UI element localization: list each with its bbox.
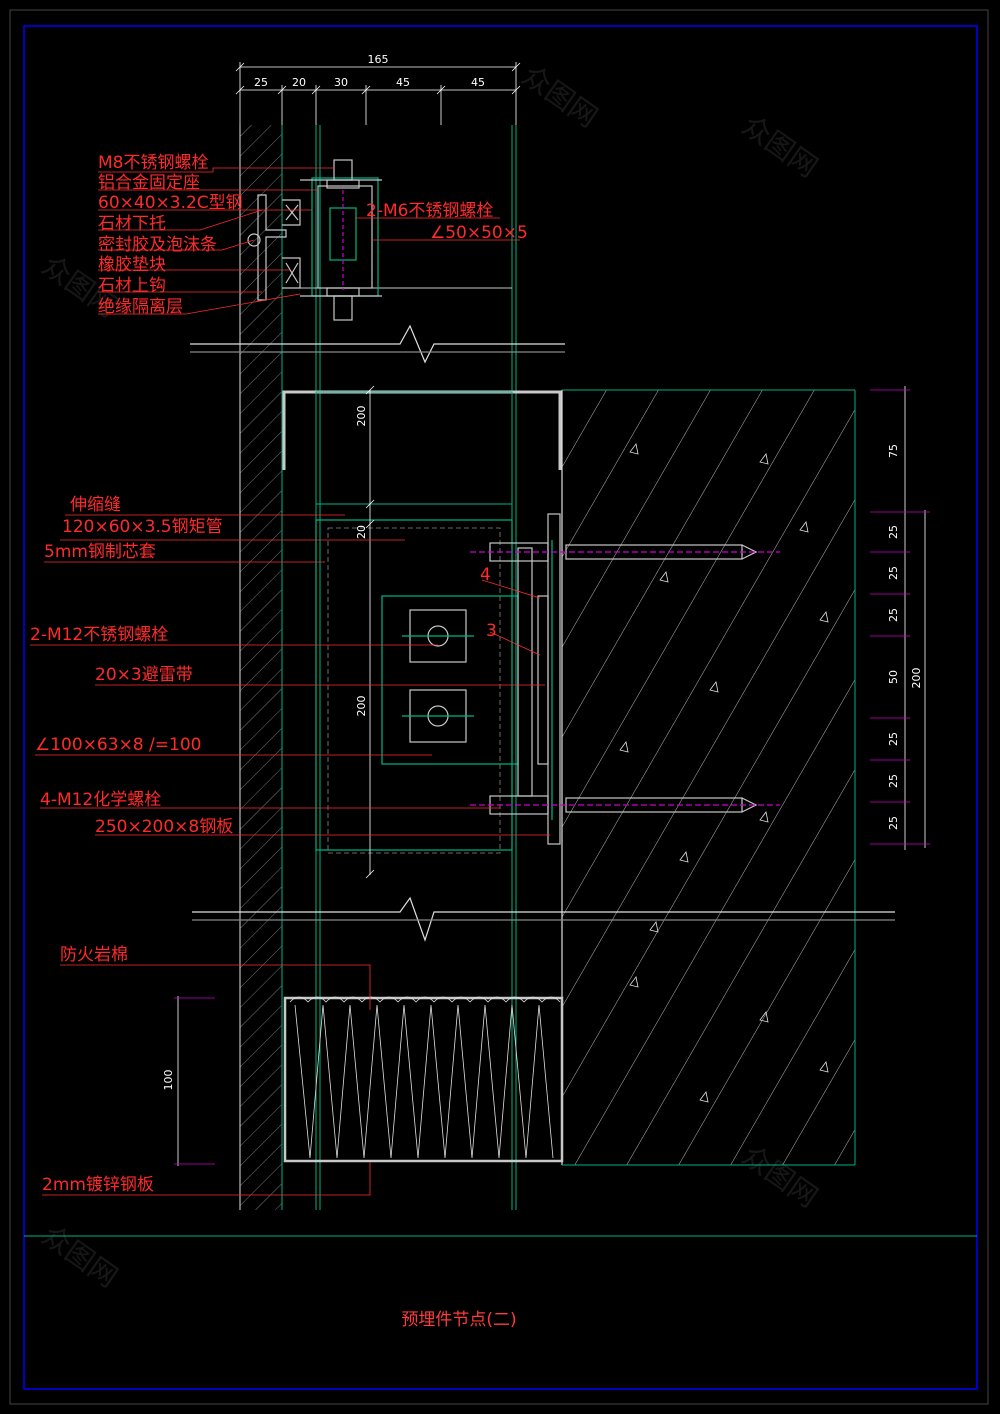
break-line — [190, 324, 565, 364]
dimension-segment: 30 — [334, 76, 348, 89]
weld-mark: 4 — [480, 565, 491, 585]
label-fire-rock-wool: 防火岩棉 — [60, 945, 128, 965]
dimension-segment: 25 — [887, 732, 900, 746]
label-steel-plate: 250×200×8钢板 — [95, 817, 233, 837]
label-m6-bolt: 2-M6不锈钢螺栓 — [366, 201, 493, 221]
label-angle-100: ∠100×63×8 /=100 — [35, 735, 201, 755]
watermark: 众图网 — [516, 59, 604, 134]
dimension-segment: 50 — [887, 670, 900, 684]
label-steel-sleeve: 5mm钢制芯套 — [44, 542, 156, 562]
dimension-segment: 20 — [292, 76, 306, 89]
drawing-frame — [23, 25, 978, 1390]
inner-dimension-lines — [365, 385, 375, 879]
chemical-bolts — [470, 542, 780, 815]
label-c-channel: 60×40×3.2C型钢 — [98, 193, 243, 213]
label-lightning-strip: 20×3避雷带 — [95, 665, 193, 685]
dimension-insulation: 100 — [162, 1070, 175, 1091]
dimension-segment: 25 — [887, 816, 900, 830]
fire-insulation — [283, 996, 564, 1163]
dimension-segment: 25 — [887, 608, 900, 622]
dimension-segment: 45 — [396, 76, 410, 89]
watermark: 众图网 — [736, 109, 824, 184]
dimension-segment: 25 — [254, 76, 268, 89]
label-galvanized-plate: 2mm镀锌钢板 — [42, 1175, 154, 1195]
weld-mark: 3 — [486, 621, 497, 641]
insulation-dimension — [174, 996, 215, 1166]
dimension-segment: 45 — [471, 76, 485, 89]
label-angle-50: ∠50×50×5 — [430, 223, 528, 243]
dimension-segment: 25 — [887, 525, 900, 539]
top-dimension-chain — [235, 62, 521, 125]
dimension-upper: 200 — [355, 406, 368, 427]
label-stone-upper-hook: 石材上钩 — [98, 276, 166, 296]
dimension-segment: 25 — [887, 774, 900, 788]
steel-tube-upper — [282, 390, 562, 505]
leader-lines — [30, 167, 550, 1196]
label-sealant: 密封胶及泡沫条 — [98, 235, 217, 255]
dimension-segment: 25 — [887, 566, 900, 580]
embedded-assembly — [315, 513, 561, 854]
dimension-total-width: 165 — [368, 53, 389, 66]
outer-frame — [9, 9, 989, 1405]
label-stone-lower-support: 石材下托 — [98, 214, 166, 234]
label-steel-tube: 120×60×3.5钢矩管 — [62, 517, 223, 537]
break-line-lower — [192, 896, 895, 942]
label-m12-bolt: 2-M12不锈钢螺栓 — [30, 625, 168, 645]
label-rubber-pad: 橡胶垫块 — [98, 255, 166, 275]
label-m8-bolt: M8不锈钢螺栓 — [98, 153, 208, 173]
label-expansion-joint: 伸缩缝 — [70, 495, 121, 515]
dimension-segment: 75 — [887, 444, 900, 458]
concrete-aggregate-marks — [619, 443, 829, 1103]
stone-bracket-detail — [247, 159, 382, 321]
label-chemical-bolt: 4-M12化学螺栓 — [40, 790, 161, 810]
concrete-wall — [561, 389, 856, 1166]
watermark: 众图网 — [36, 1219, 124, 1294]
dimension-gap: 20 — [355, 525, 368, 539]
drawing-title: 预埋件节点(二) — [401, 1310, 516, 1330]
dimension-lower: 200 — [355, 696, 368, 717]
dimension-total-height: 200 — [910, 668, 923, 689]
label-insulation-layer: 绝缘隔离层 — [98, 297, 183, 317]
right-dimension-chain — [870, 386, 930, 850]
label-aluminum-base: 铝合金固定座 — [98, 173, 200, 193]
stone-panel — [239, 125, 283, 1210]
